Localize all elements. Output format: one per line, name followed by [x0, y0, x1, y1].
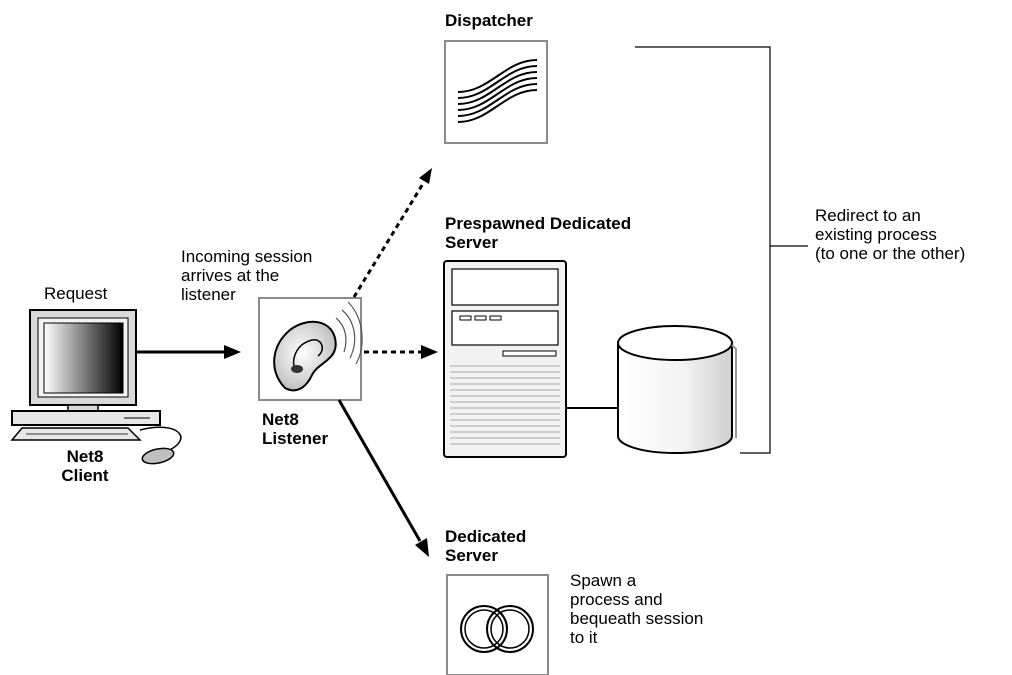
dedicated-label-line2: Server: [445, 546, 498, 565]
listener-label-line1: Net8: [262, 410, 299, 429]
prespawned-label-line2: Server: [445, 233, 498, 252]
redirect-label-line1: Redirect to an: [815, 206, 921, 225]
arrow-listener-to-prespawned: [364, 345, 438, 359]
dispatcher-label: Dispatcher: [445, 11, 533, 30]
arrow-client-to-listener: [136, 345, 241, 359]
prespawned-server-icon: [443, 260, 567, 458]
client-label-line1: Net8: [66, 447, 104, 466]
listener-label-line2: Listener: [262, 429, 329, 448]
request-label: Request: [44, 284, 108, 303]
redirect-label-line3: (to one or the other): [815, 244, 966, 263]
redirect-bracket: [635, 46, 808, 454]
arrow-listener-to-dedicated: [337, 399, 429, 557]
database-cylinder-icon: [617, 325, 737, 454]
incoming-label-line1: Incoming session: [181, 247, 313, 266]
redirect-label-line2: existing process: [815, 225, 937, 244]
incoming-label-line3: listener: [181, 285, 236, 304]
spawn-label-line3: bequeath session: [570, 609, 704, 628]
listener-ear-icon: [258, 297, 363, 401]
client-computer-icon: [10, 309, 182, 465]
client-label-line2: Client: [61, 466, 109, 485]
spawn-label-line1: Spawn a: [570, 571, 637, 590]
dedicated-rings-icon: [446, 574, 549, 675]
incoming-label-line2: arrives at the: [181, 266, 280, 285]
arrow-listener-to-dispatcher: [352, 168, 432, 298]
dispatcher-waves-icon: [444, 40, 548, 144]
prespawned-label-line1: Prespawned Dedicated: [445, 214, 632, 233]
dedicated-label-line1: Dedicated: [445, 527, 527, 546]
spawn-label-line4: to it: [570, 628, 598, 647]
spawn-label-line2: process and: [570, 590, 663, 609]
